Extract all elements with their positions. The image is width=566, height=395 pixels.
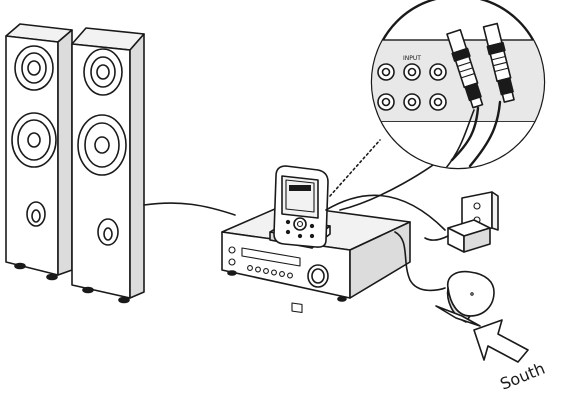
speaker-right bbox=[72, 28, 144, 303]
input-panel-callout: INPUT bbox=[360, 0, 560, 202]
rca-jack-row-bottom bbox=[378, 94, 446, 110]
speaker-cable bbox=[144, 203, 235, 215]
direction-arrow bbox=[474, 320, 528, 362]
wireless-antenna bbox=[436, 272, 494, 326]
power-adapter bbox=[425, 220, 490, 252]
handheld-device bbox=[274, 166, 328, 247]
input-panel-label: INPUT bbox=[403, 55, 421, 62]
direction-label: South bbox=[497, 359, 547, 394]
speaker-left bbox=[6, 24, 72, 280]
rca-jack-row-top bbox=[378, 64, 446, 80]
callout-line bbox=[330, 140, 380, 196]
